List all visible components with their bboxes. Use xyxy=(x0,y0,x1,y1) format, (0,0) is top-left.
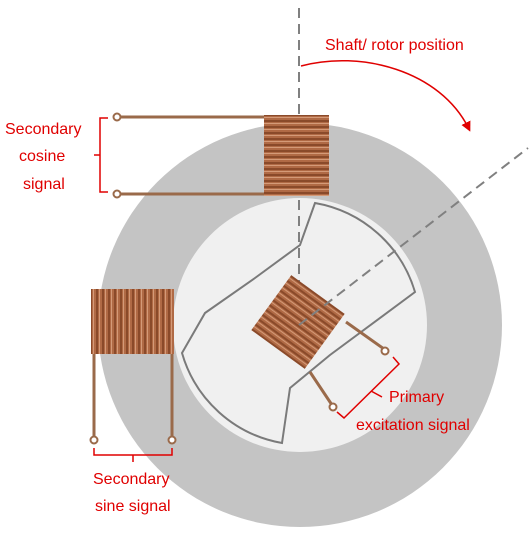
shaft-position-label: Shaft/ rotor position xyxy=(325,37,464,54)
rotation-arrow xyxy=(300,59,471,132)
cosine-label-line1: Secondary xyxy=(5,121,82,138)
sine-label-line2: sine signal xyxy=(95,498,171,515)
primary-bracket xyxy=(336,356,401,420)
primary-label-line2: excitation signal xyxy=(356,417,470,434)
sine-terminal-right xyxy=(167,435,177,445)
rotor-axis xyxy=(298,147,529,326)
primary-terminal-2 xyxy=(380,346,390,356)
cosine-terminal-bottom xyxy=(112,189,122,199)
primary-terminal-1 xyxy=(328,402,338,412)
primary-lead-1 xyxy=(308,371,334,406)
cosine-label-line2: cosine xyxy=(19,148,65,165)
primary-label-line1: Primary xyxy=(389,389,444,406)
primary-lead-2 xyxy=(345,320,385,351)
cosine-bracket xyxy=(94,117,108,193)
cosine-label-line3: signal xyxy=(23,176,65,193)
cosine-terminal-top xyxy=(112,112,122,122)
primary-coil xyxy=(251,275,345,369)
sine-bracket xyxy=(93,448,173,462)
sine-terminal-left xyxy=(89,435,99,445)
sine-coil xyxy=(91,289,174,354)
sine-label-line1: Secondary xyxy=(93,471,170,488)
cosine-coil xyxy=(264,115,329,196)
